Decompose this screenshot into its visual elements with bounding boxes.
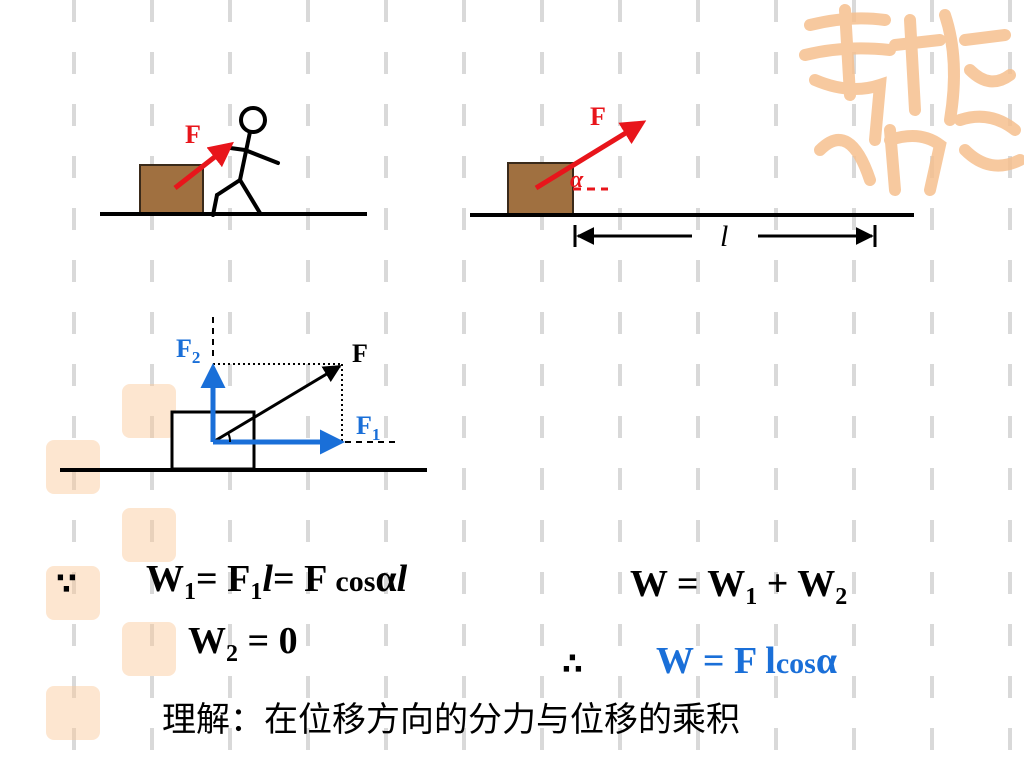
scene-force-decomposition: F F2 F1 (60, 317, 427, 472)
scene-person-pushing: F (100, 106, 367, 217)
formula-sum: W = W1 + W2 (630, 563, 848, 610)
angle-label: α (570, 167, 584, 193)
seal-stamp (122, 622, 176, 676)
seal-stamp (46, 566, 100, 620)
therefore-symbol: ∴ (562, 647, 583, 682)
summary-text: 理解：在位移方向的分力与位移的乘积 (162, 700, 740, 740)
force-label: F (185, 120, 201, 149)
resultant-force-label: F (352, 339, 368, 368)
force-arrow (173, 141, 234, 190)
seal-stamp (46, 686, 100, 740)
formula-w2: W2 = 0 (188, 620, 298, 667)
displacement-label: l (720, 220, 728, 253)
f1-label: F1 (356, 411, 380, 444)
seal-stamp (46, 440, 100, 494)
formula-w1: W1= F1l= F cosαl (146, 558, 408, 605)
force-label: F (590, 102, 606, 131)
resultant-force-arrow (212, 364, 342, 444)
force-arrow (534, 120, 647, 191)
scene-angled-force: F α l (470, 102, 914, 253)
because-symbol: ∵ (56, 567, 77, 602)
displacement-indicator (573, 225, 877, 247)
seal-stamp (122, 384, 176, 438)
f2-subscript: 2 (192, 348, 201, 367)
seal-stamp (122, 508, 176, 562)
angle-arc (227, 432, 232, 443)
formula-result: W = F lcosα (656, 640, 838, 682)
f2-label: F2 (176, 334, 200, 367)
seal-watermark (799, 4, 1024, 196)
f1-subscript: 1 (372, 425, 381, 444)
stick-figure (211, 106, 280, 217)
